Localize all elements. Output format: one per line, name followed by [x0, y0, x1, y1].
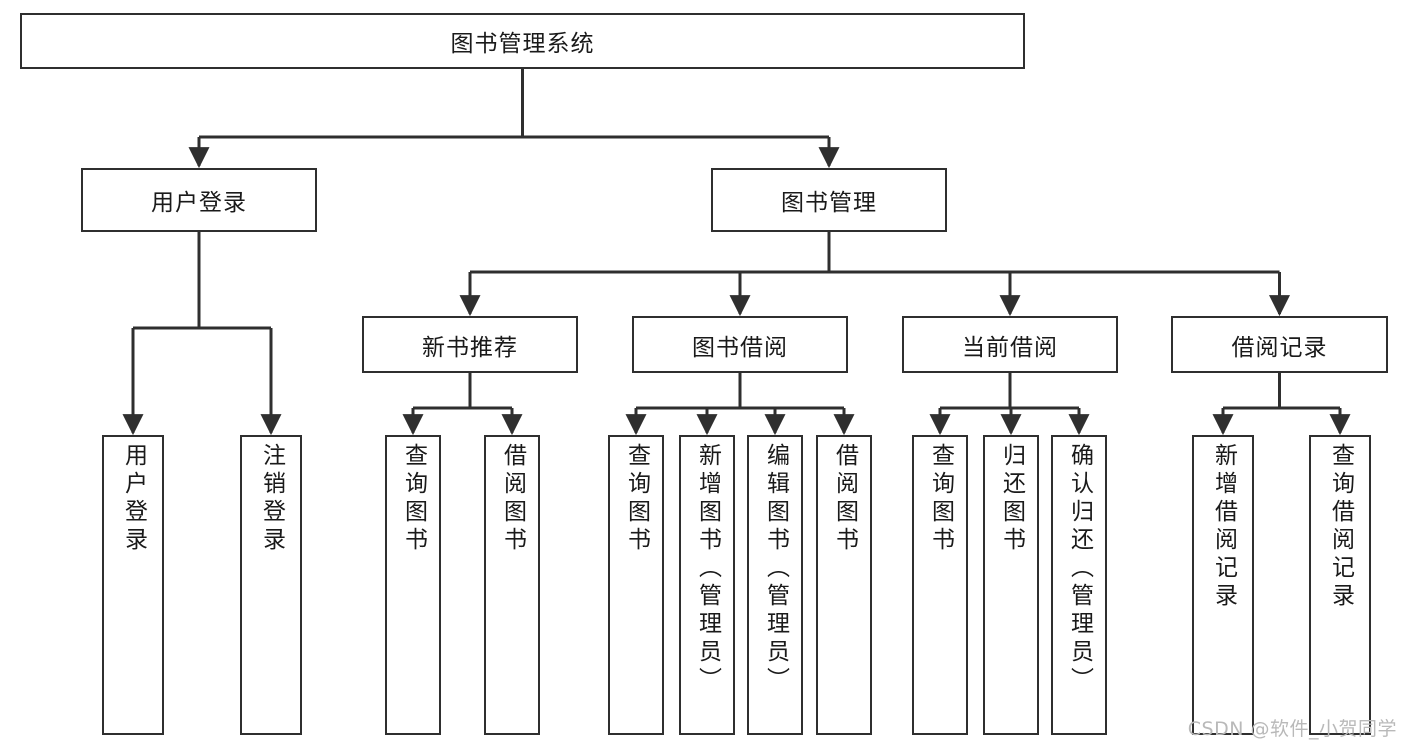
leaf-user-login[interactable]: 用户登录 — [102, 435, 164, 735]
node-new-book-recommend[interactable]: 新书推荐 — [362, 316, 578, 373]
leaf-add-borrow-record-label: 新增借阅记录 — [1210, 443, 1237, 611]
leaf-borrow-book-recommend-label: 借阅图书 — [499, 443, 526, 555]
leaf-borrow-book-recommend[interactable]: 借阅图书 — [484, 435, 540, 735]
leaf-return-book-label: 归还图书 — [998, 443, 1025, 555]
node-user-login[interactable]: 用户登录 — [81, 168, 317, 232]
node-current-borrow[interactable]: 当前借阅 — [902, 316, 1118, 373]
leaf-confirm-return-admin[interactable]: 确认归还（管理员） — [1051, 435, 1107, 735]
leaf-borrow-book-label: 借阅图书 — [831, 443, 858, 555]
node-book-management[interactable]: 图书管理 — [711, 168, 947, 232]
node-borrow-record-label: 借阅记录 — [1231, 334, 1328, 361]
leaf-edit-book-admin[interactable]: 编辑图书（管理员） — [747, 435, 803, 735]
node-book-management-label: 图书管理 — [781, 190, 877, 216]
leaf-logout[interactable]: 注销登录 — [240, 435, 302, 735]
leaf-edit-book-admin-label: 编辑图书（管理员） — [762, 443, 789, 695]
leaf-query-book-borrow-label: 查询图书 — [623, 443, 650, 555]
leaf-add-book-admin[interactable]: 新增图书（管理员） — [679, 435, 735, 735]
leaf-query-book-borrow[interactable]: 查询图书 — [608, 435, 664, 735]
leaf-query-borrow-record[interactable]: 查询借阅记录 — [1309, 435, 1371, 735]
node-book-borrow[interactable]: 图书借阅 — [632, 316, 848, 373]
leaf-add-book-admin-label: 新增图书（管理员） — [694, 443, 721, 695]
leaf-query-borrow-record-label: 查询借阅记录 — [1327, 443, 1354, 611]
leaf-add-borrow-record[interactable]: 新增借阅记录 — [1192, 435, 1254, 735]
leaf-query-book-recommend-label: 查询图书 — [400, 443, 427, 555]
leaf-confirm-return-admin-label: 确认归还（管理员） — [1066, 443, 1093, 695]
node-user-login-label: 用户登录 — [151, 190, 247, 216]
node-book-borrow-label: 图书借阅 — [692, 334, 788, 361]
node-borrow-record[interactable]: 借阅记录 — [1171, 316, 1388, 373]
node-current-borrow-label: 当前借阅 — [962, 334, 1058, 361]
node-new-book-recommend-label: 新书推荐 — [422, 334, 518, 361]
node-root[interactable]: 图书管理系统 — [20, 13, 1025, 69]
leaf-user-login-label: 用户登录 — [120, 443, 147, 555]
leaf-query-book-current-label: 查询图书 — [927, 443, 954, 555]
leaf-return-book[interactable]: 归还图书 — [983, 435, 1039, 735]
leaf-logout-label: 注销登录 — [258, 443, 285, 555]
leaf-borrow-book[interactable]: 借阅图书 — [816, 435, 872, 735]
node-root-label: 图书管理系统 — [450, 31, 595, 57]
leaf-query-book-recommend[interactable]: 查询图书 — [385, 435, 441, 735]
leaf-query-book-current[interactable]: 查询图书 — [912, 435, 968, 735]
